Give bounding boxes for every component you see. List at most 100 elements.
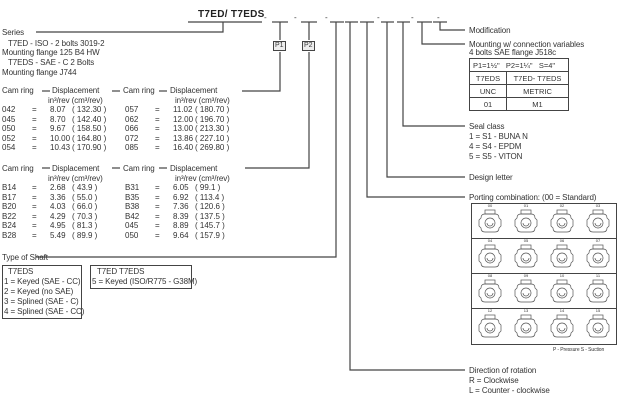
design-letter-title: Design letter [469,173,513,182]
cam-p2-table: B14=2.68( 43.9 )B31=6.05( 99.1 ) B17=3.3… [2,183,225,241]
series-line: T7ED - ISO - 2 bolts 3019-2 [8,39,105,48]
shaft-box-t7eds: T7EDS 1 = Keyed (SAE - CC) 2 = Keyed (no… [2,265,84,319]
model-code-prefix: T7ED/ T7EDS [198,9,265,20]
porting-option: 10 [544,274,580,308]
p2-label: P2 [302,41,315,51]
porting-option: 00 [472,204,508,238]
cam-header: Displacement [52,164,100,173]
pump-port-icon [550,209,574,233]
separator: - [264,13,267,22]
mounting-subtitle: 4 bolts SAE flange J518c [469,48,556,57]
modification-connector [439,22,465,31]
porting-option: 15 [580,309,616,343]
mounting-connector [421,22,465,45]
seal-option: 5 = S5 - VITON [469,152,523,161]
cam-header: Displacement [170,86,218,95]
table-row: B24=4.95( 81.3 )045=8.89( 145.7 ) [2,221,225,231]
table-row: B28=5.49( 89.9 )050=9.64( 157.9 ) [2,230,225,240]
cam-header: Cam ring [2,86,34,95]
pump-port-icon [478,209,502,233]
seal-option: 4 = S4 - EPDM [469,142,522,151]
seal-option: 1 = S1 - BUNA N [469,132,528,141]
units-label: in³/rev (cm³/rev) [48,174,103,183]
table-row: B20=4.03( 66.0 )B38=7.36( 120.6 ) [2,202,225,212]
pump-port-icon [478,279,502,303]
separator: - [437,13,440,22]
table-row: B17=3.36( 55.0 )B35=6.92( 113.4 ) [2,192,225,202]
porting-option: 09 [508,274,544,308]
pump-port-icon [550,244,574,268]
rotation-title: Direction of rotation [469,366,537,375]
cam-header: Cam ring [123,164,155,173]
porting-title: Porting combination: (00 = Standard) [469,193,597,202]
porting-option: 01 [508,204,544,238]
porting-option: 11 [580,274,616,308]
pump-port-icon [514,244,538,268]
separator: - [294,13,297,22]
table-row: 052=10.00( 164.80 )072=13.86( 227.10 ) [2,133,230,143]
porting-option: 13 [508,309,544,343]
mounting-title: Mounting w/ connection variables [469,40,585,49]
cam-header: Cam ring [2,164,34,173]
porting-option: 06 [544,239,580,273]
porting-option: 05 [508,239,544,273]
seal-title: Seal class [469,122,505,131]
pump-port-icon [550,314,574,338]
table-row: B14=2.68( 43.9 )B31=6.05( 99.1 ) [2,183,221,192]
design-letter-connector [386,22,465,178]
pump-port-icon [514,279,538,303]
cam-header: Displacement [52,86,100,95]
series-line: Mounting flange 125 B4 HW [2,48,100,57]
table-row: 050=9.67( 158.50 )066=13.00( 213.30 ) [2,124,230,134]
seal-connector [402,22,465,127]
pump-port-icon [550,279,574,303]
rotation-option: L = Counter - clockwise [469,386,550,395]
table-row: 042=8.07( 132.30 )057=11.02( 180.70 ) [2,105,230,114]
porting-option: 03 [580,204,616,238]
pump-port-icon [478,244,502,268]
rotation-option: R = Clockwise [469,376,519,385]
pump-port-icon [586,279,610,303]
table-row: B22=4.29( 70.3 )B42=8.39( 137.5 ) [2,211,225,221]
units-label: in³/rev (cm³/rev) [175,174,230,183]
pump-port-icon [586,209,610,233]
shaft-box-t7ed: T7ED T7EDS 5 = Keyed (ISO/R775 - G38M) [90,265,197,289]
units-label: in³/rev (cm³/rev) [175,96,230,105]
shaft-connector [36,22,337,258]
modification-title: Modification [469,26,511,35]
porting-option: 12 [472,309,508,343]
porting-option: 07 [580,239,616,273]
table-row: 045=8.70( 142.40 )062=12.00( 196.70 ) [2,114,230,124]
shaft-title: Type of Shaft [2,253,48,262]
table-row: 054=10.43( 170.90 )085=16.40( 269.80 ) [2,143,230,153]
porting-option: 14 [544,309,580,343]
series-connector [36,22,224,33]
p1-label: P1 [273,41,286,51]
separator: - [377,13,380,22]
separator: - [325,13,328,22]
p2-connector [245,52,310,169]
porting-option: 04 [472,239,508,273]
pump-port-icon [514,314,538,338]
porting-option: 08 [472,274,508,308]
rotation-connector [349,22,465,371]
porting-connector [366,22,465,198]
porting-legend: P - Pressure S - Suction [553,347,605,353]
pump-port-icon [586,314,610,338]
series-title: Series [2,28,25,37]
series-line: Mounting flange J744 [2,68,77,77]
separator: - [411,13,414,22]
pump-port-icon [586,244,610,268]
pump-port-icon [478,314,502,338]
porting-option: 02 [544,204,580,238]
series-line: T7EDS - SAE - C 2 Bolts [8,58,95,67]
pump-port-icon [514,209,538,233]
p1-connector [242,52,281,92]
